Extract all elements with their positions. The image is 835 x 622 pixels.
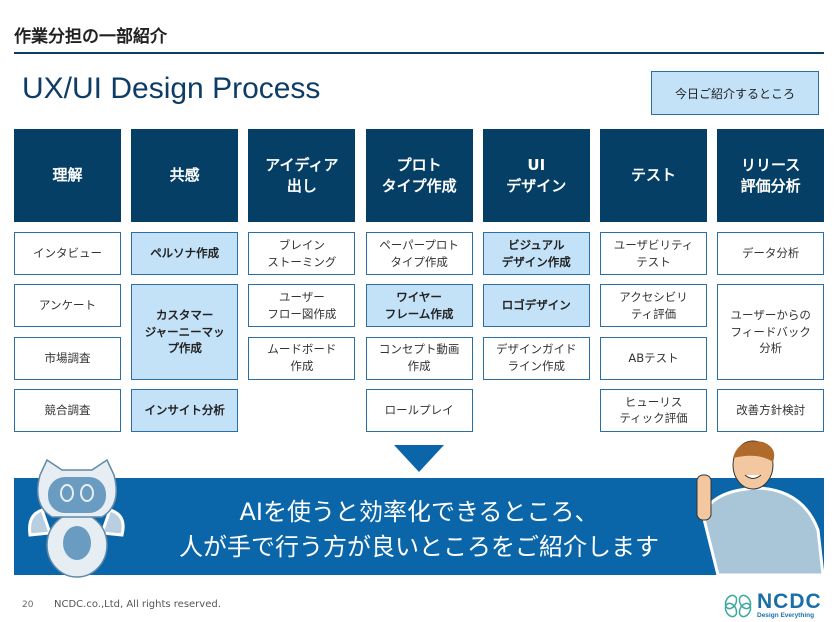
column-cells: データ分析ユーザーからの フィードバック 分析改善方針検討 <box>717 232 825 432</box>
page-number: 20 <box>22 600 34 610</box>
column-cells: ペーパープロト タイプ作成ワイヤー フレーム作成コンセプト動画 作成ロールプレイ <box>365 232 473 432</box>
column-cells: ユーザビリティ テストアクセシビリ ティ評価 ABテストヒューリス ティック評価 <box>600 232 707 432</box>
process-title: UX/UI Design Process <box>22 72 321 105</box>
title-divider <box>14 52 824 54</box>
task-cell-highlighted: インサイト分析 <box>131 388 239 432</box>
column-header: プロト タイプ作成 <box>365 129 473 222</box>
copyright: NCDC.co.,Ltd, All rights reserved. <box>54 599 221 610</box>
process-column: リリース 評価分析データ分析ユーザーからの フィードバック 分析改善方針検討 <box>717 129 825 432</box>
column-cells: ブレイン ストーミングユーザー フロー図作成ムードボード 作成 <box>248 232 356 432</box>
task-cell: ユーザビリティ テスト <box>600 232 707 275</box>
person-thumbs-up-illustration <box>696 440 825 577</box>
column-cells: ペルソナ作成カスタマー ジャーニーマッ プ作成インサイト分析 <box>131 232 239 432</box>
task-cell: 市場調査 <box>14 336 121 380</box>
column-header: UI デザイン <box>482 129 590 222</box>
today-legend-badge: 今日ご紹介するところ <box>651 71 819 115</box>
task-cell: ユーザー フロー図作成 <box>248 284 356 328</box>
down-arrow-icon <box>394 445 444 472</box>
task-cell: コンセプト動画 作成 <box>365 336 473 380</box>
task-cell: インタビュー <box>14 232 121 275</box>
logo-mark-icon <box>724 594 752 617</box>
task-cell-highlighted: ワイヤー フレーム作成 <box>365 284 473 328</box>
task-cell: ブレイン ストーミング <box>248 232 356 275</box>
task-cell: アンケート <box>14 284 121 328</box>
ncdc-logo: NCDC Design Everything <box>723 590 822 619</box>
process-column: テストユーザビリティ テストアクセシビリ ティ評価 ABテストヒューリス ティック… <box>600 129 707 432</box>
column-header: テスト <box>600 129 707 222</box>
task-cell: ムードボード 作成 <box>248 336 356 380</box>
column-header: 理解 <box>14 129 121 222</box>
message-banner: AIを使うと効率化できるところ、 人が手で行う方が良いところをご紹介します <box>14 478 824 575</box>
page-title: 作業分担の一部紹介 <box>14 27 167 47</box>
task-cell: 競合調査 <box>14 388 121 432</box>
task-cell-highlighted: カスタマー ジャーニーマッ プ作成 <box>131 284 239 380</box>
task-cell: 改善方針検討 <box>717 388 825 432</box>
task-cell: データ分析 <box>717 232 825 275</box>
process-column: 理解インタビューアンケート市場調査競合調査 <box>14 129 121 432</box>
task-cell-highlighted: ビジュアル デザイン作成 <box>482 232 590 275</box>
task-cell-highlighted: ロゴデザイン <box>482 284 590 328</box>
robot-illustration <box>28 458 125 578</box>
column-header: アイディア 出し <box>248 129 356 222</box>
task-cell: ロールプレイ <box>365 388 473 432</box>
process-column: プロト タイプ作成ペーパープロト タイプ作成ワイヤー フレーム作成コンセプト動画… <box>365 129 473 432</box>
process-column: UI デザインビジュアル デザイン作成ロゴデザインデザインガイド ライン作成 <box>482 129 590 380</box>
column-header: リリース 評価分析 <box>717 129 825 222</box>
logo-name: NCDC <box>757 590 822 613</box>
task-cell: ヒューリス ティック評価 <box>600 388 707 432</box>
task-cell: ABテスト <box>600 336 707 380</box>
process-column: アイディア 出しブレイン ストーミングユーザー フロー図作成ムードボード 作成 <box>248 129 356 380</box>
task-cell: ユーザーからの フィードバック 分析 <box>717 284 825 380</box>
column-cells: インタビューアンケート市場調査競合調査 <box>14 232 121 432</box>
task-cell-highlighted: ペルソナ作成 <box>131 232 239 275</box>
process-column: 共感ペルソナ作成カスタマー ジャーニーマッ プ作成インサイト分析 <box>131 129 239 432</box>
task-cell: デザインガイド ライン作成 <box>482 336 590 380</box>
task-cell: ペーパープロト タイプ作成 <box>365 232 473 275</box>
logo-tagline: Design Everything <box>757 612 815 619</box>
column-cells: ビジュアル デザイン作成ロゴデザインデザインガイド ライン作成 <box>482 232 590 432</box>
column-header: 共感 <box>131 129 239 222</box>
task-cell: アクセシビリ ティ評価 <box>600 284 707 328</box>
